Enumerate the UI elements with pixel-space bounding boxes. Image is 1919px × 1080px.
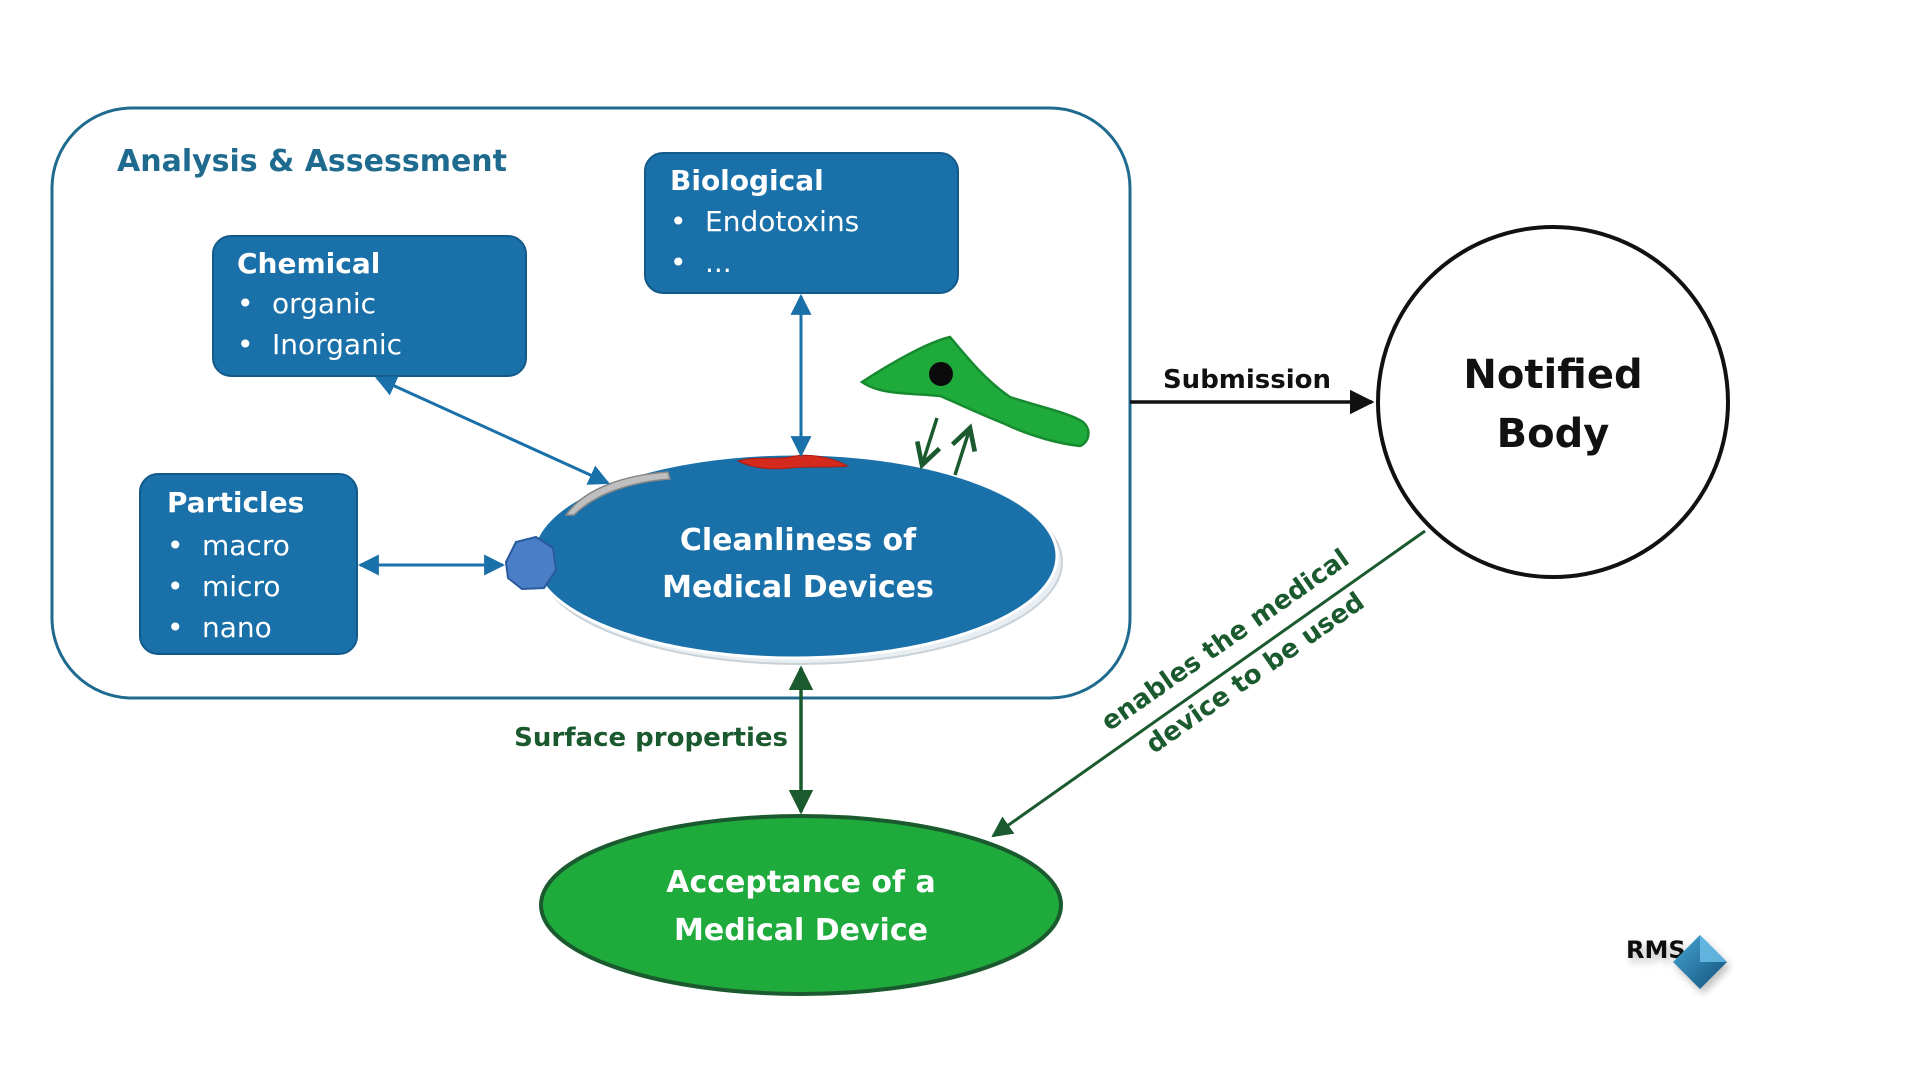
chemical-residue-icon xyxy=(564,471,671,516)
chemical-box: Chemical • organic • Inorganic xyxy=(212,235,527,377)
biological-bullet-icon: • xyxy=(670,246,687,279)
acceptance-ellipse: Acceptance of a Medical Device xyxy=(539,814,1063,996)
notified-body-line-1: Notified xyxy=(1463,352,1642,398)
chemical-bullet-icon: • xyxy=(237,328,254,361)
particles-item-1: macro xyxy=(202,529,290,562)
cell-arrow-up xyxy=(955,428,970,476)
cleanliness-ellipse: Cleanliness of Medical Devices xyxy=(531,452,1063,665)
cell-arrow-down xyxy=(922,417,937,465)
particles-item-3: nano xyxy=(202,611,272,644)
cell-icon xyxy=(859,335,1090,448)
biological-item-1: Endotoxins xyxy=(705,205,859,238)
frame-title: Analysis & Assessment xyxy=(117,144,507,179)
notified-body-line-2: Body xyxy=(1497,411,1610,457)
particles-bullet-icon: • xyxy=(167,529,184,562)
biological-title: Biological xyxy=(670,164,824,197)
enables-arrow xyxy=(991,529,1426,838)
biological-item-2: ... xyxy=(705,246,732,279)
submission-label: Submission xyxy=(1163,365,1331,395)
acceptance-line-1: Acceptance of a xyxy=(666,865,935,900)
biological-box: Biological • Endotoxins • ... xyxy=(644,152,959,294)
cleanliness-line-2: Medical Devices xyxy=(662,570,934,605)
particles-item-2: micro xyxy=(202,570,280,603)
particles-bullet-icon: • xyxy=(167,611,184,644)
particles-box: Particles • macro • micro • nano xyxy=(139,473,358,655)
biological-residue-icon xyxy=(736,454,850,470)
cleanliness-line-1: Cleanliness of xyxy=(680,523,917,558)
acceptance-line-2: Medical Device xyxy=(674,913,928,948)
chemical-title: Chemical xyxy=(237,247,380,280)
biological-bullet-icon: • xyxy=(670,205,687,238)
particles-title: Particles xyxy=(167,486,304,519)
surface-properties-label: Surface properties xyxy=(514,723,788,753)
chemical-item-2: Inorganic xyxy=(272,328,402,361)
particles-bullet-icon: • xyxy=(167,570,184,603)
chemical-connector xyxy=(375,376,610,485)
rms-logo: RMS xyxy=(1626,935,1727,989)
notified-body-circle: Notified Body xyxy=(1376,225,1730,579)
chemical-bullet-icon: • xyxy=(237,287,254,320)
chemical-item-1: organic xyxy=(272,287,376,320)
particle-icon xyxy=(504,535,558,591)
